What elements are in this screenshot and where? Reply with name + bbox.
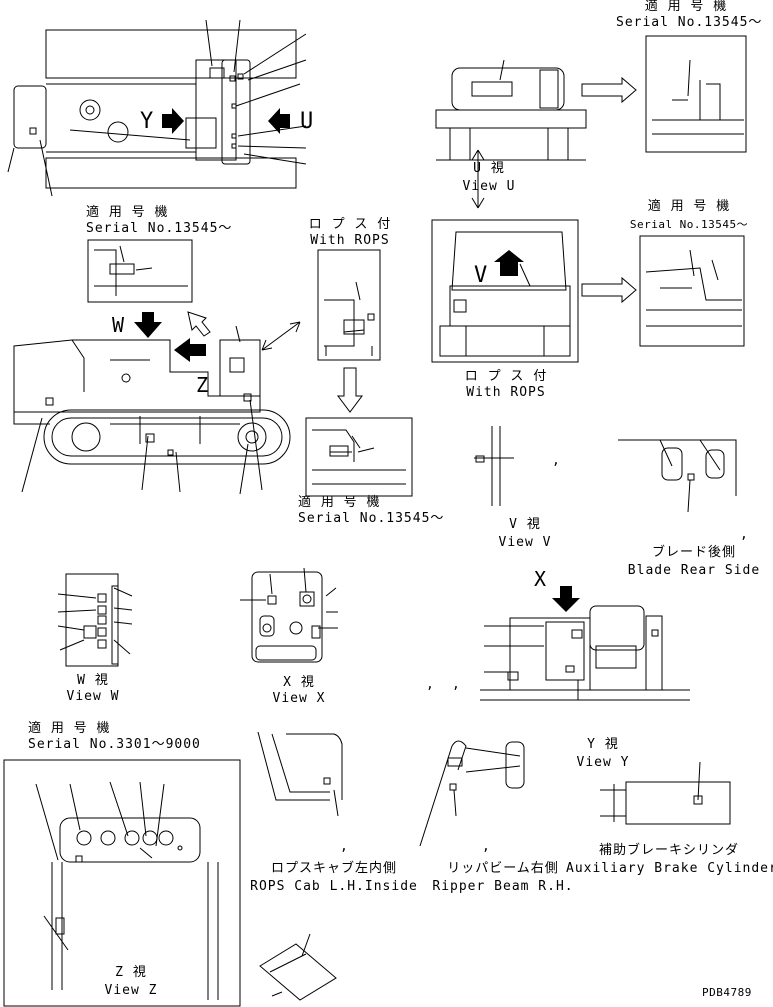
blade-rear-en: Blade Rear Side — [627, 563, 761, 578]
detail-top-right — [646, 36, 746, 152]
small-part-bottom — [260, 934, 336, 1000]
z-view-panel — [36, 782, 218, 1000]
view-w-jp: W 視 — [77, 673, 109, 688]
arrow-letter-v: V — [474, 263, 487, 288]
arrow-letter-z: Z — [196, 373, 208, 397]
separator-comma: , — [482, 839, 491, 854]
view-y-jp: Y 視 — [587, 737, 619, 752]
arrow-v-to-detail — [582, 278, 636, 302]
separator-comma: , — [552, 453, 561, 468]
view-x-jp: X 視 — [283, 675, 315, 690]
view-x-en: View X — [272, 691, 326, 706]
view-y-en: View Y — [576, 755, 630, 770]
ripper-beam-jp: リッパビーム右側 — [447, 861, 559, 876]
serial-note-mid-right-en: Serial No.13545～ — [629, 218, 749, 231]
serial-note-bottom-left-en: Serial No.3301～9000 — [28, 737, 201, 752]
arrow-letter-u: U — [300, 109, 313, 134]
view-w-en: View W — [66, 689, 120, 704]
separator-comma: , — [426, 677, 435, 692]
serial-note-bottom-left-jp: 適 用 号 機 — [28, 721, 111, 736]
serial-note-rops-center-jp: 適 用 号 機 — [298, 495, 381, 510]
view-v-small — [474, 426, 514, 506]
view-v-machine — [440, 232, 570, 356]
arrow-rops-down — [338, 368, 362, 412]
arrow-side-to-mid-left-detail — [188, 312, 210, 336]
aux-brake-jp: 補助ブレーキシリンダ — [598, 843, 739, 858]
separator-comma: , — [740, 527, 749, 542]
view-u-en: View U — [462, 179, 516, 194]
arrow-z — [174, 338, 206, 362]
x-direction-machine — [480, 606, 690, 700]
arrow-letter-w: W — [112, 313, 125, 337]
rops-box — [318, 250, 380, 360]
serial-note-mid-right-jp: 適 用 号 機 — [647, 199, 731, 214]
detail-mid-left — [88, 240, 192, 302]
view-u-jp: U 視 — [473, 161, 505, 176]
arrow-u-to-detail — [582, 78, 636, 102]
figure-id: PDB4789 — [702, 986, 752, 999]
separator-comma: , — [340, 839, 349, 854]
rops-cab-en: ROPS Cab L.H.Inside — [250, 879, 418, 894]
blade-rear-detail — [618, 440, 736, 512]
side-view-machine — [14, 326, 290, 494]
serial-note-top-right-jp: 適 用 号 機 — [644, 0, 728, 14]
rops-detail-box — [306, 418, 412, 496]
view-z-en: View Z — [104, 983, 158, 998]
view-v-en: View V — [498, 535, 552, 550]
view-v-jp: V 視 — [509, 517, 541, 532]
top-plan-view — [8, 20, 306, 196]
view-z-jp: Z 視 — [115, 965, 147, 980]
serial-note-mid-left-en: Serial No.13545～ — [86, 221, 233, 236]
arrow-w — [134, 312, 162, 338]
view-x-diagram — [240, 568, 338, 662]
rops-left-jp: ロ プ ス 付 — [308, 217, 392, 232]
arrow-letter-x: X — [534, 567, 546, 591]
rops-left-en: With ROPS — [310, 233, 390, 248]
rops-right-en: With ROPS — [466, 385, 546, 400]
arrow-x — [552, 586, 580, 612]
rops-right-jp: ロ プ ス 付 — [464, 369, 548, 384]
ripper-beam-en: Ripper Beam R.H. — [432, 879, 574, 894]
z-view-frame — [4, 760, 240, 1006]
separator-comma: , — [452, 677, 461, 692]
view-w-diagram — [58, 574, 132, 666]
arrow-letter-y: Y — [140, 109, 153, 134]
view-v-frame — [432, 220, 578, 362]
rops-cab-jp: ロプスキャブ左内側 — [270, 861, 397, 876]
front-view-u — [436, 60, 586, 208]
detail-mid-right — [640, 236, 744, 346]
rops-cab-inside — [258, 732, 342, 816]
aux-brake-en: Auxiliary Brake Cylinder — [566, 861, 773, 876]
ripper-beam — [420, 741, 524, 846]
serial-note-rops-center-en: Serial No.13545～ — [298, 511, 445, 526]
blade-rear-jp: ブレード後側 — [651, 545, 736, 560]
aux-brake-cylinder — [600, 762, 730, 824]
serial-note-mid-left-jp: 適 用 号 機 — [86, 205, 169, 220]
double-arrow-rops — [262, 322, 300, 350]
serial-note-top-right-en: Serial No.13545～ — [616, 15, 763, 30]
